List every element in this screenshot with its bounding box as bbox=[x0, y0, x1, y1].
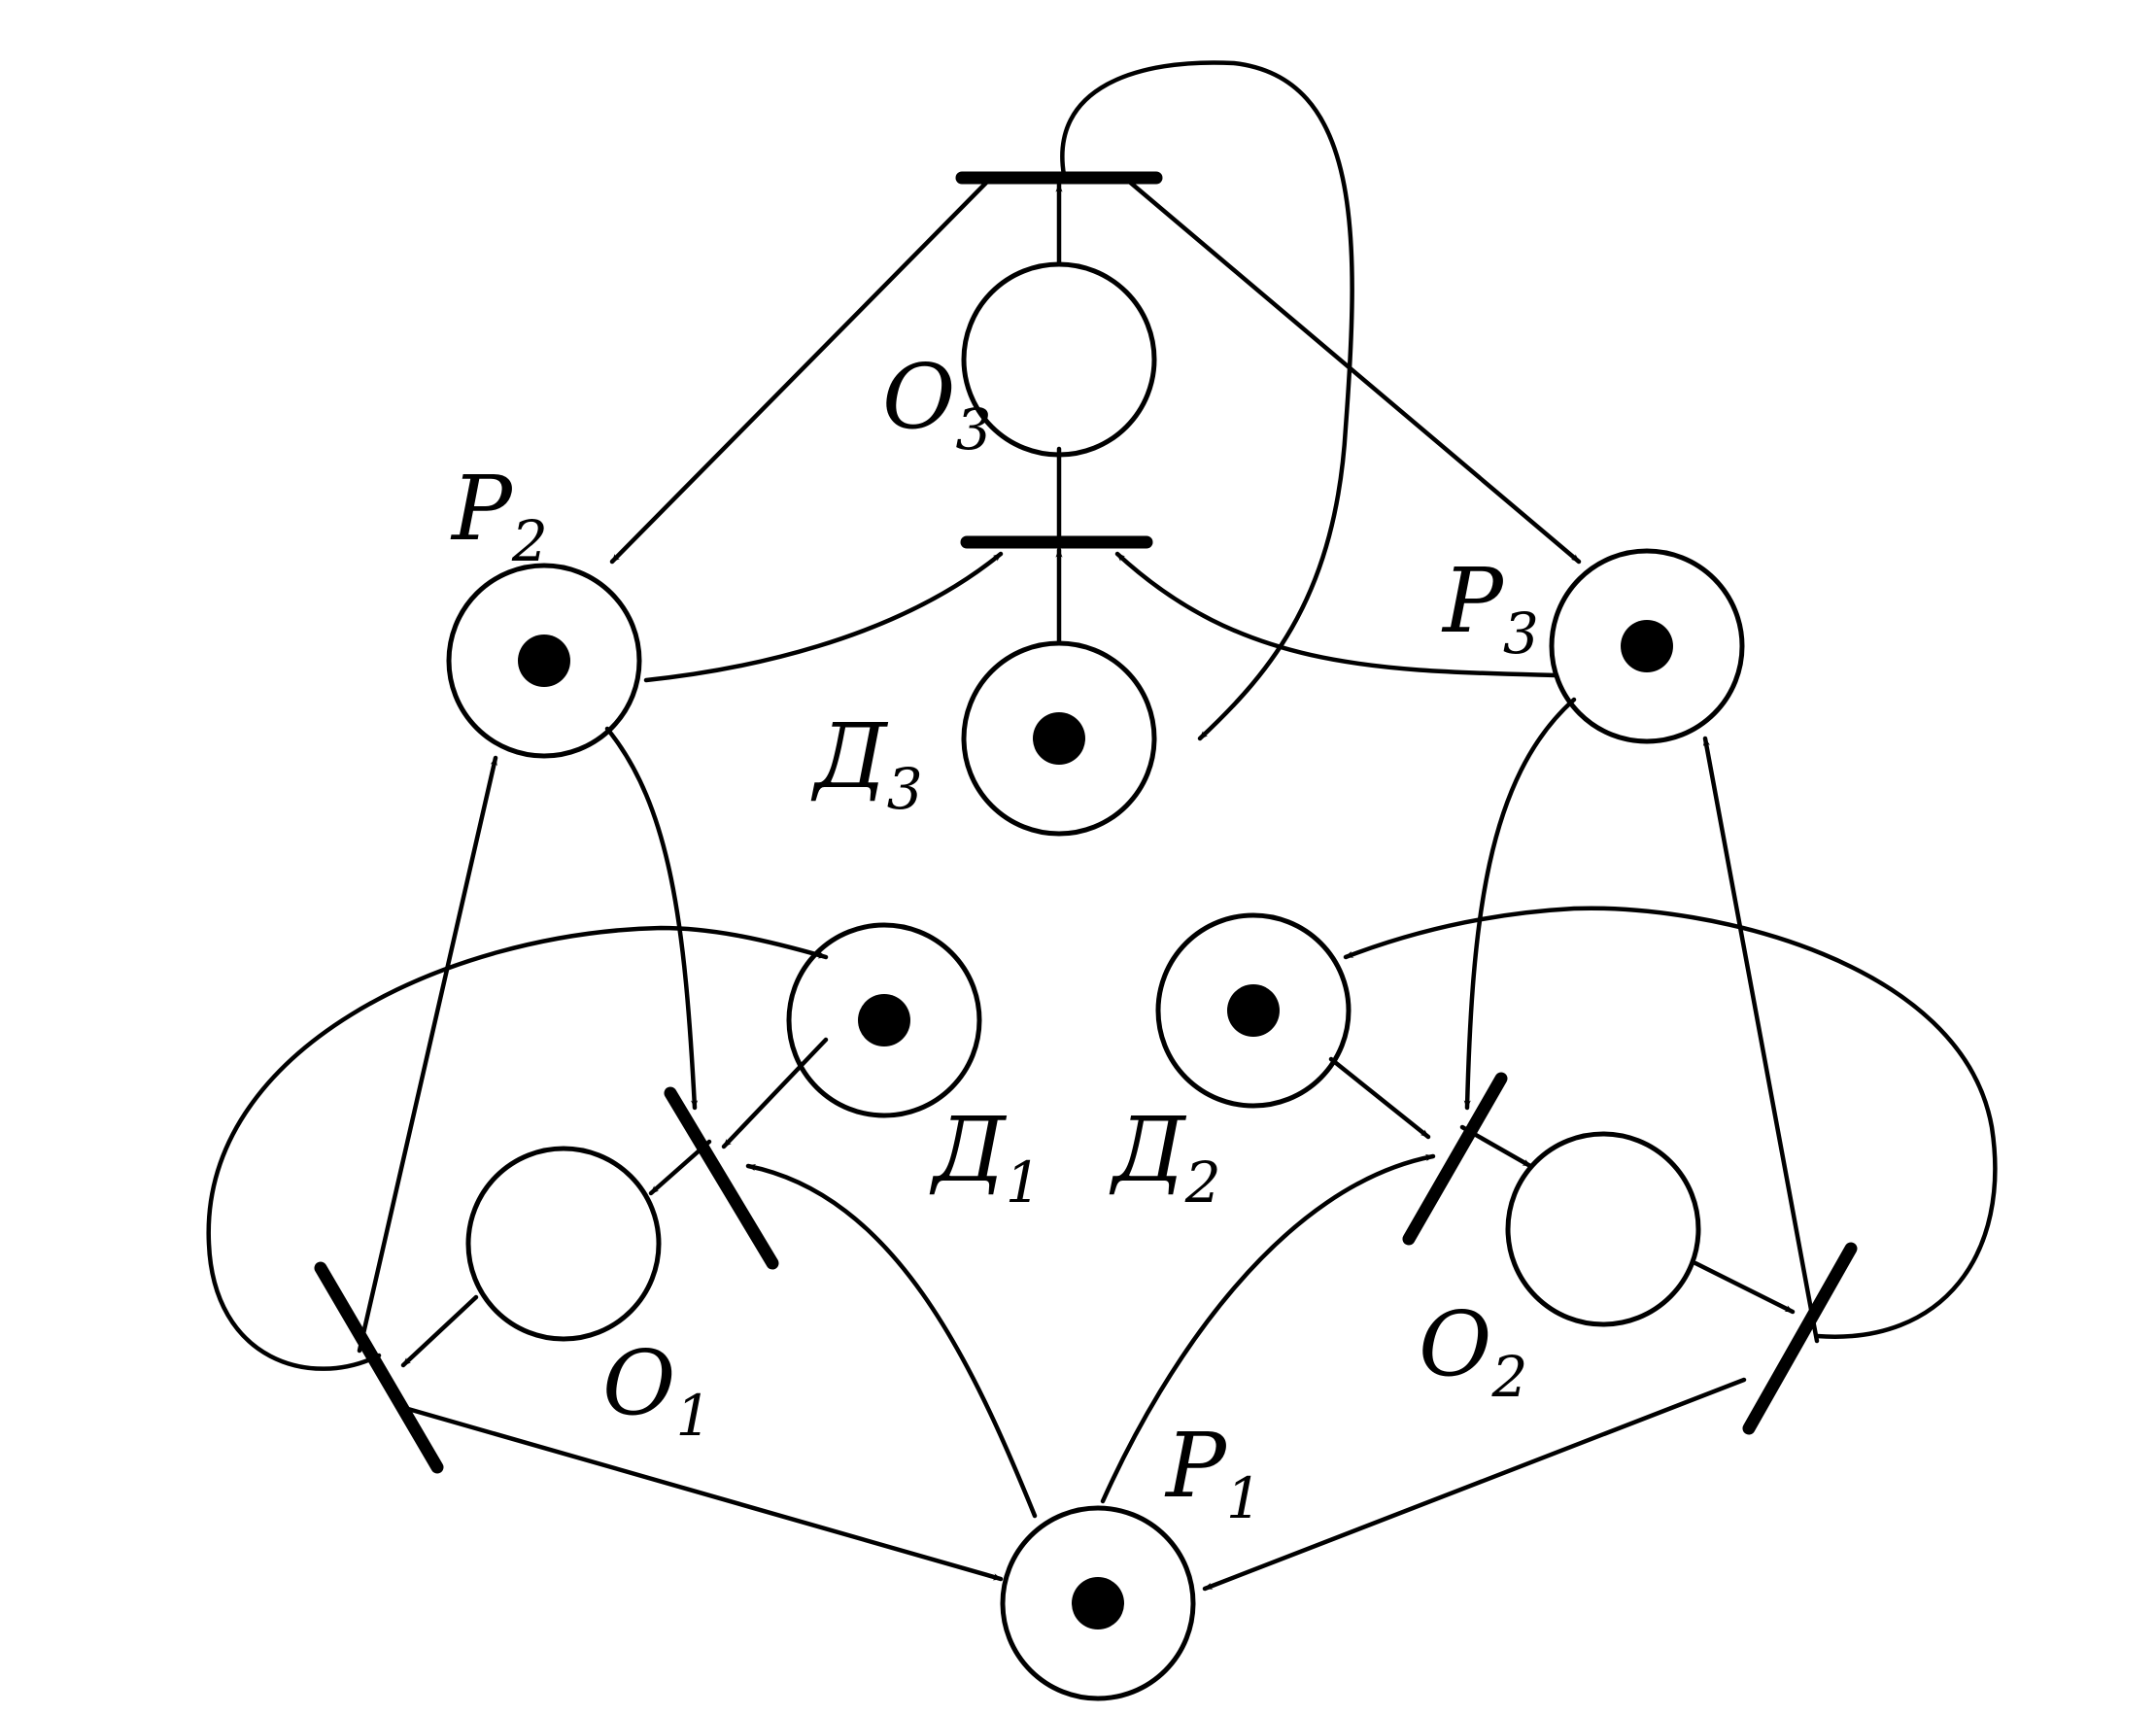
arc-t6-to-p1 bbox=[1202, 1377, 1747, 1592]
place-p2 bbox=[446, 563, 642, 759]
arc-d2-to-t5 bbox=[1328, 1056, 1431, 1140]
label-d2: Д2 bbox=[1109, 1098, 1221, 1216]
arc-t6-to-d2-loop bbox=[1343, 906, 1998, 1339]
arc-t1-to-p2 bbox=[609, 177, 992, 565]
arc-t4-to-d1-loop bbox=[206, 925, 829, 1371]
arc-p2-to-t2 bbox=[643, 551, 1004, 683]
label-d3: Д3 bbox=[810, 704, 923, 822]
place-o3 bbox=[961, 261, 1157, 458]
arc-t4-to-p2 bbox=[357, 755, 498, 1354]
token bbox=[518, 635, 570, 687]
label-p3: P3 bbox=[1441, 549, 1539, 667]
transition-o1-input bbox=[664, 1086, 779, 1270]
arc-t3-to-o1 bbox=[648, 1139, 712, 1196]
arc-p2-to-t3 bbox=[604, 726, 699, 1111]
arc-t1-to-p3 bbox=[1124, 177, 1582, 565]
arc-t4-to-p1 bbox=[405, 1406, 1004, 1582]
place-d2 bbox=[1155, 912, 1352, 1109]
arc-p3-to-t2 bbox=[1114, 551, 1557, 678]
arc-t1-to-d3-loop bbox=[1060, 60, 1354, 741]
token bbox=[858, 994, 910, 1046]
place-o1 bbox=[465, 1146, 662, 1342]
arc-t5-to-o2 bbox=[1459, 1124, 1533, 1169]
token bbox=[1227, 984, 1280, 1037]
token bbox=[1033, 712, 1085, 765]
token bbox=[1621, 620, 1673, 672]
transition-o2-output bbox=[1742, 1242, 1858, 1435]
arc-o1-to-t4 bbox=[400, 1294, 479, 1368]
token bbox=[1072, 1577, 1124, 1629]
arc-o2-to-t6 bbox=[1693, 1260, 1796, 1315]
place-d3 bbox=[961, 640, 1157, 837]
transition-o1-output bbox=[314, 1261, 444, 1474]
label-d1: Д1 bbox=[929, 1098, 1042, 1216]
arc-p1-to-t3 bbox=[745, 1163, 1038, 1519]
label-o1: O1 bbox=[602, 1331, 711, 1449]
arc-p3-to-t5 bbox=[1463, 697, 1577, 1111]
place-d1 bbox=[786, 922, 982, 1118]
place-o2 bbox=[1505, 1131, 1701, 1327]
arc-p1-to-t5 bbox=[1100, 1153, 1436, 1504]
label-o2: O2 bbox=[1419, 1292, 1527, 1410]
label-p1: P1 bbox=[1164, 1414, 1262, 1531]
arc-t6-to-p3 bbox=[1702, 736, 1820, 1344]
label-p2: P2 bbox=[450, 457, 548, 574]
arc-d1-to-t3 bbox=[721, 1037, 829, 1149]
label-o3: O3 bbox=[882, 345, 991, 463]
transition-o2-input bbox=[1402, 1072, 1508, 1246]
place-p1 bbox=[1000, 1505, 1196, 1701]
place-p3 bbox=[1549, 548, 1745, 744]
